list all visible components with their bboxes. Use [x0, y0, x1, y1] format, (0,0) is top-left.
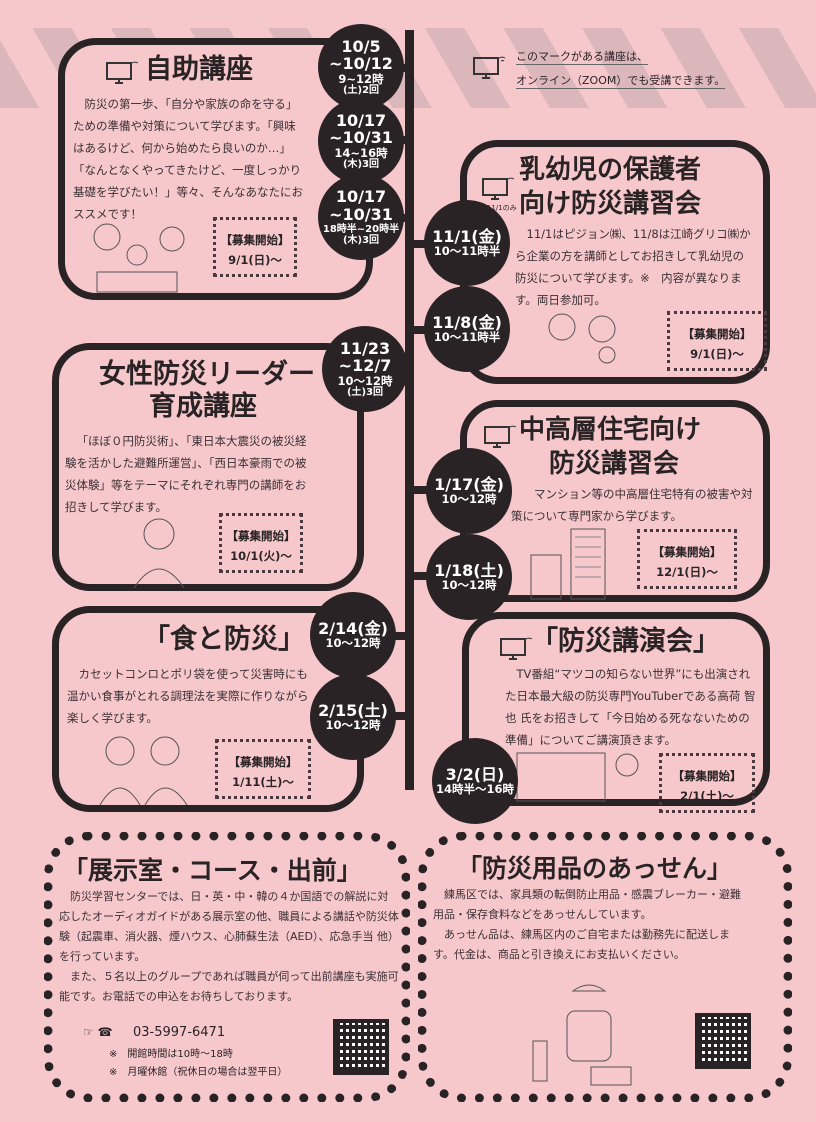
family-illustration — [93, 223, 185, 293]
timeline-line — [405, 30, 414, 790]
recruit-box: 【募集開始】2/1(土)～ — [659, 753, 755, 813]
course-title: 「防災講演会」 — [531, 626, 720, 657]
online-monitor-icon — [482, 177, 515, 200]
recruit-box: 【募集開始】12/1(日)～ — [637, 529, 737, 589]
online-monitor-icon — [484, 425, 517, 448]
course-body: 「ほぼ０円防災術」、「東日本大震災の被災経験を活かした避難所運営」、「西日本豪雨… — [65, 434, 307, 514]
session-badge: 1/17(金)10～12時 — [426, 448, 512, 534]
qr-code[interactable] — [695, 1013, 751, 1069]
course-body: 防災の第一歩、「自分や家族の命を守る」ための準備や対策について学びます。「興味は… — [73, 97, 303, 221]
course-high-rise: 中高層住宅向け 防災講習会 マンション等の中高層住宅特有の被害や対策について専門… — [460, 400, 770, 602]
session-badge: 2/14(金)10～12時 — [310, 592, 396, 678]
course-title: 「食と防災」 — [143, 624, 305, 655]
course-body: 11/1はピジョン㈱、11/8は江崎グリコ㈱から企業の方を講師としてお招きして乳… — [515, 227, 751, 307]
parents-baby-illustration — [548, 313, 616, 364]
course-infant-guardians: ※11/1のみ 乳幼児の保護者 向け防災講習会 11/1はピジョン㈱、11/8は… — [460, 140, 770, 384]
session-badge: 11/1(金)10～11時半 — [424, 200, 510, 286]
online-notice-line1: このマークがある講座は、 — [516, 50, 648, 65]
course-body: TV番組“マツコの知らない世界”にも出演された日本最大級の防災専門YouTube… — [505, 667, 756, 747]
section-title: 「防災用品のあっせん」 — [457, 854, 733, 883]
hours-note: ※ 開館時間は10時～18時 — [109, 1049, 233, 1060]
supplies-body2: あっせん品は、練馬区内のご自宅または勤務先に配送します。代金は、商品と引き換えに… — [433, 928, 730, 961]
course-title-line2: 向け防災講習会 — [519, 189, 702, 219]
session-badge: 2/15(土)10～12時 — [310, 674, 396, 760]
exhibit-section: 「展示室・コース・出前」 防災学習センターでは、日・英・中・韓の４か国語での解説… — [44, 832, 410, 1102]
course-title-line2: 防災講習会 — [549, 449, 680, 479]
online-monitor-icon — [500, 637, 533, 660]
session-badge: 3/2(日)14時半～16時 — [432, 738, 518, 824]
supplies-section: 「防災用品のあっせん」 練馬区では、家具類の転倒防止用品・感震ブレーカー・避難用… — [418, 832, 792, 1102]
course-title: 中高層住宅向け — [519, 415, 702, 445]
disaster-supplies-illustration — [532, 984, 632, 1086]
session-badge: 11/8(金)10～11時半 — [424, 286, 510, 372]
eating-people-illustration — [99, 736, 188, 806]
course-title: 自助講座 — [145, 54, 253, 85]
online-monitor-icon — [106, 61, 139, 84]
recruit-box: 【募集開始】1/11(土)～ — [215, 739, 311, 799]
online-monitor-icon — [473, 56, 506, 79]
online-notice-line2: オンライン（ZOOM）でも受講できます。 — [516, 74, 726, 89]
session-badge: 1/18(土)10～12時 — [426, 534, 512, 620]
woman-leader-illustration — [133, 518, 185, 589]
exhibit-body2: また、５名以上のグループであれば職員が伺って出前講座も実施可能です。お電話での申… — [59, 970, 399, 1003]
course-title: 乳幼児の保護者 — [519, 155, 702, 185]
supplies-body1: 練馬区では、家具類の転倒防止用品・感震ブレーカー・避難用品・保存食料などをあっせ… — [433, 888, 741, 921]
closed-note: ※ 月曜休館（祝休日の場合は翌平日） — [109, 1067, 288, 1078]
course-body: カセットコンロとポリ袋を使って災害時にも温かい食事がとれる調理法を実際に作りなが… — [67, 667, 309, 725]
recruit-box: 【募集開始】10/1(火)～ — [219, 513, 303, 573]
recruit-box: 【募集開始】9/1(日)～ — [213, 217, 297, 277]
buildings-illustration — [530, 528, 606, 600]
exhibit-body1: 防災学習センターでは、日・英・中・韓の４か国語での解説に対応したオーディオガイド… — [59, 890, 399, 963]
phone-icon: ☞ ☎ — [83, 1025, 113, 1039]
course-body: マンション等の中高層住宅特有の被害や対策について専門家から学びます。 — [511, 487, 753, 523]
lecturer-whiteboard-illustration — [516, 752, 639, 802]
course-title-line2: 育成講座 — [149, 391, 257, 422]
course-title: 女性防災リーダー — [99, 359, 315, 390]
phone-number[interactable]: 03-5997-6471 — [133, 1025, 226, 1040]
section-title: 「展示室・コース・出前」 — [63, 856, 362, 885]
recruit-box: 【募集開始】9/1(日)～ — [667, 311, 767, 371]
course-women-leader: 女性防災リーダー 育成講座 「ほぼ０円防災術」、「東日本大震災の被災経験を活かし… — [52, 343, 364, 591]
qr-code[interactable] — [333, 1019, 389, 1075]
online-note: ※11/1のみ — [481, 204, 517, 212]
